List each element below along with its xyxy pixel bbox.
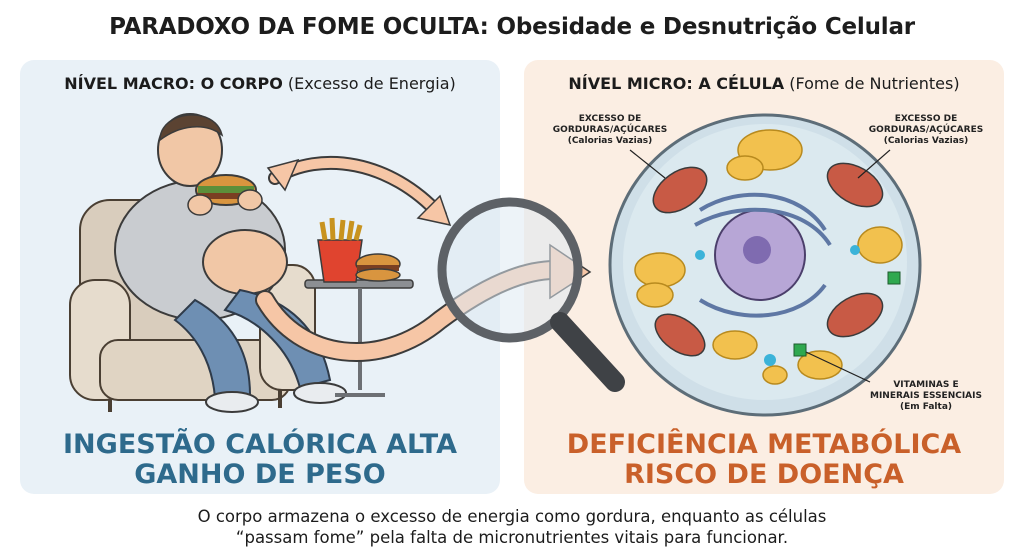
- man-eating-illustration: [114, 113, 347, 413]
- caption: O corpo armazena o excesso de energia co…: [0, 506, 1024, 548]
- label-vitamins: VITAMINAS E MINERAIS ESSENCIAIS (Em Falt…: [866, 380, 986, 413]
- micro-heading-rest: (Fome de Nutrientes): [784, 74, 960, 93]
- caption-line-1: O corpo armazena o excesso de energia co…: [197, 507, 827, 526]
- micro-heading-bold: NÍVEL MICRO: A CÉLULA: [568, 74, 785, 93]
- macro-heading-bold: NÍVEL MACRO: O CORPO: [64, 74, 283, 93]
- micro-heading: NÍVEL MICRO: A CÉLULA (Fome de Nutriente…: [524, 74, 1004, 93]
- label-fat-left-line1: EXCESSO DE: [578, 114, 642, 124]
- label-fat-right-line3: (Calorias Vazias): [883, 136, 969, 146]
- macro-heading-rest: (Excesso de Energia): [282, 74, 456, 93]
- caption-line-2: “passam fome” pela falta de micronutrien…: [235, 528, 789, 547]
- micro-line-1: DEFICIÊNCIA METABÓLICA: [566, 429, 962, 460]
- label-fat-right: EXCESSO DE GORDURAS/AÇÚCARES (Calorias V…: [866, 114, 986, 147]
- label-vitamins-line2: MINERAIS ESSENCIAIS: [870, 391, 982, 401]
- label-fat-left: EXCESSO DE GORDURAS/AÇÚCARES (Calorias V…: [550, 114, 670, 147]
- micro-line-2: RISCO DE DOENÇA: [624, 459, 904, 490]
- label-vitamins-line1: VITAMINAS E: [893, 380, 959, 390]
- label-fat-left-line3: (Calorias Vazias): [567, 136, 653, 146]
- callout-lines: [629, 149, 891, 383]
- food-table-illustration: [304, 217, 414, 397]
- macro-heading: NÍVEL MACRO: O CORPO (Excesso de Energia…: [20, 74, 500, 93]
- macro-line-1: INGESTÃO CALÓRICA ALTA: [63, 429, 457, 460]
- label-fat-left-line2: GORDURAS/AÇÚCARES: [552, 125, 668, 135]
- label-fat-right-line1: EXCESSO DE: [894, 114, 958, 124]
- macro-line-2: GANHO DE PESO: [134, 459, 386, 490]
- diagram-title: PARADOXO DA FOME OCULTA: Obesidade e Des…: [109, 14, 915, 40]
- cell-illustration: [608, 113, 922, 417]
- label-vitamins-line3: (Em Falta): [899, 402, 953, 412]
- magnifying-glass-icon: [437, 197, 625, 392]
- label-fat-right-line2: GORDURAS/AÇÚCARES: [868, 125, 984, 135]
- double-arrow: [266, 155, 452, 227]
